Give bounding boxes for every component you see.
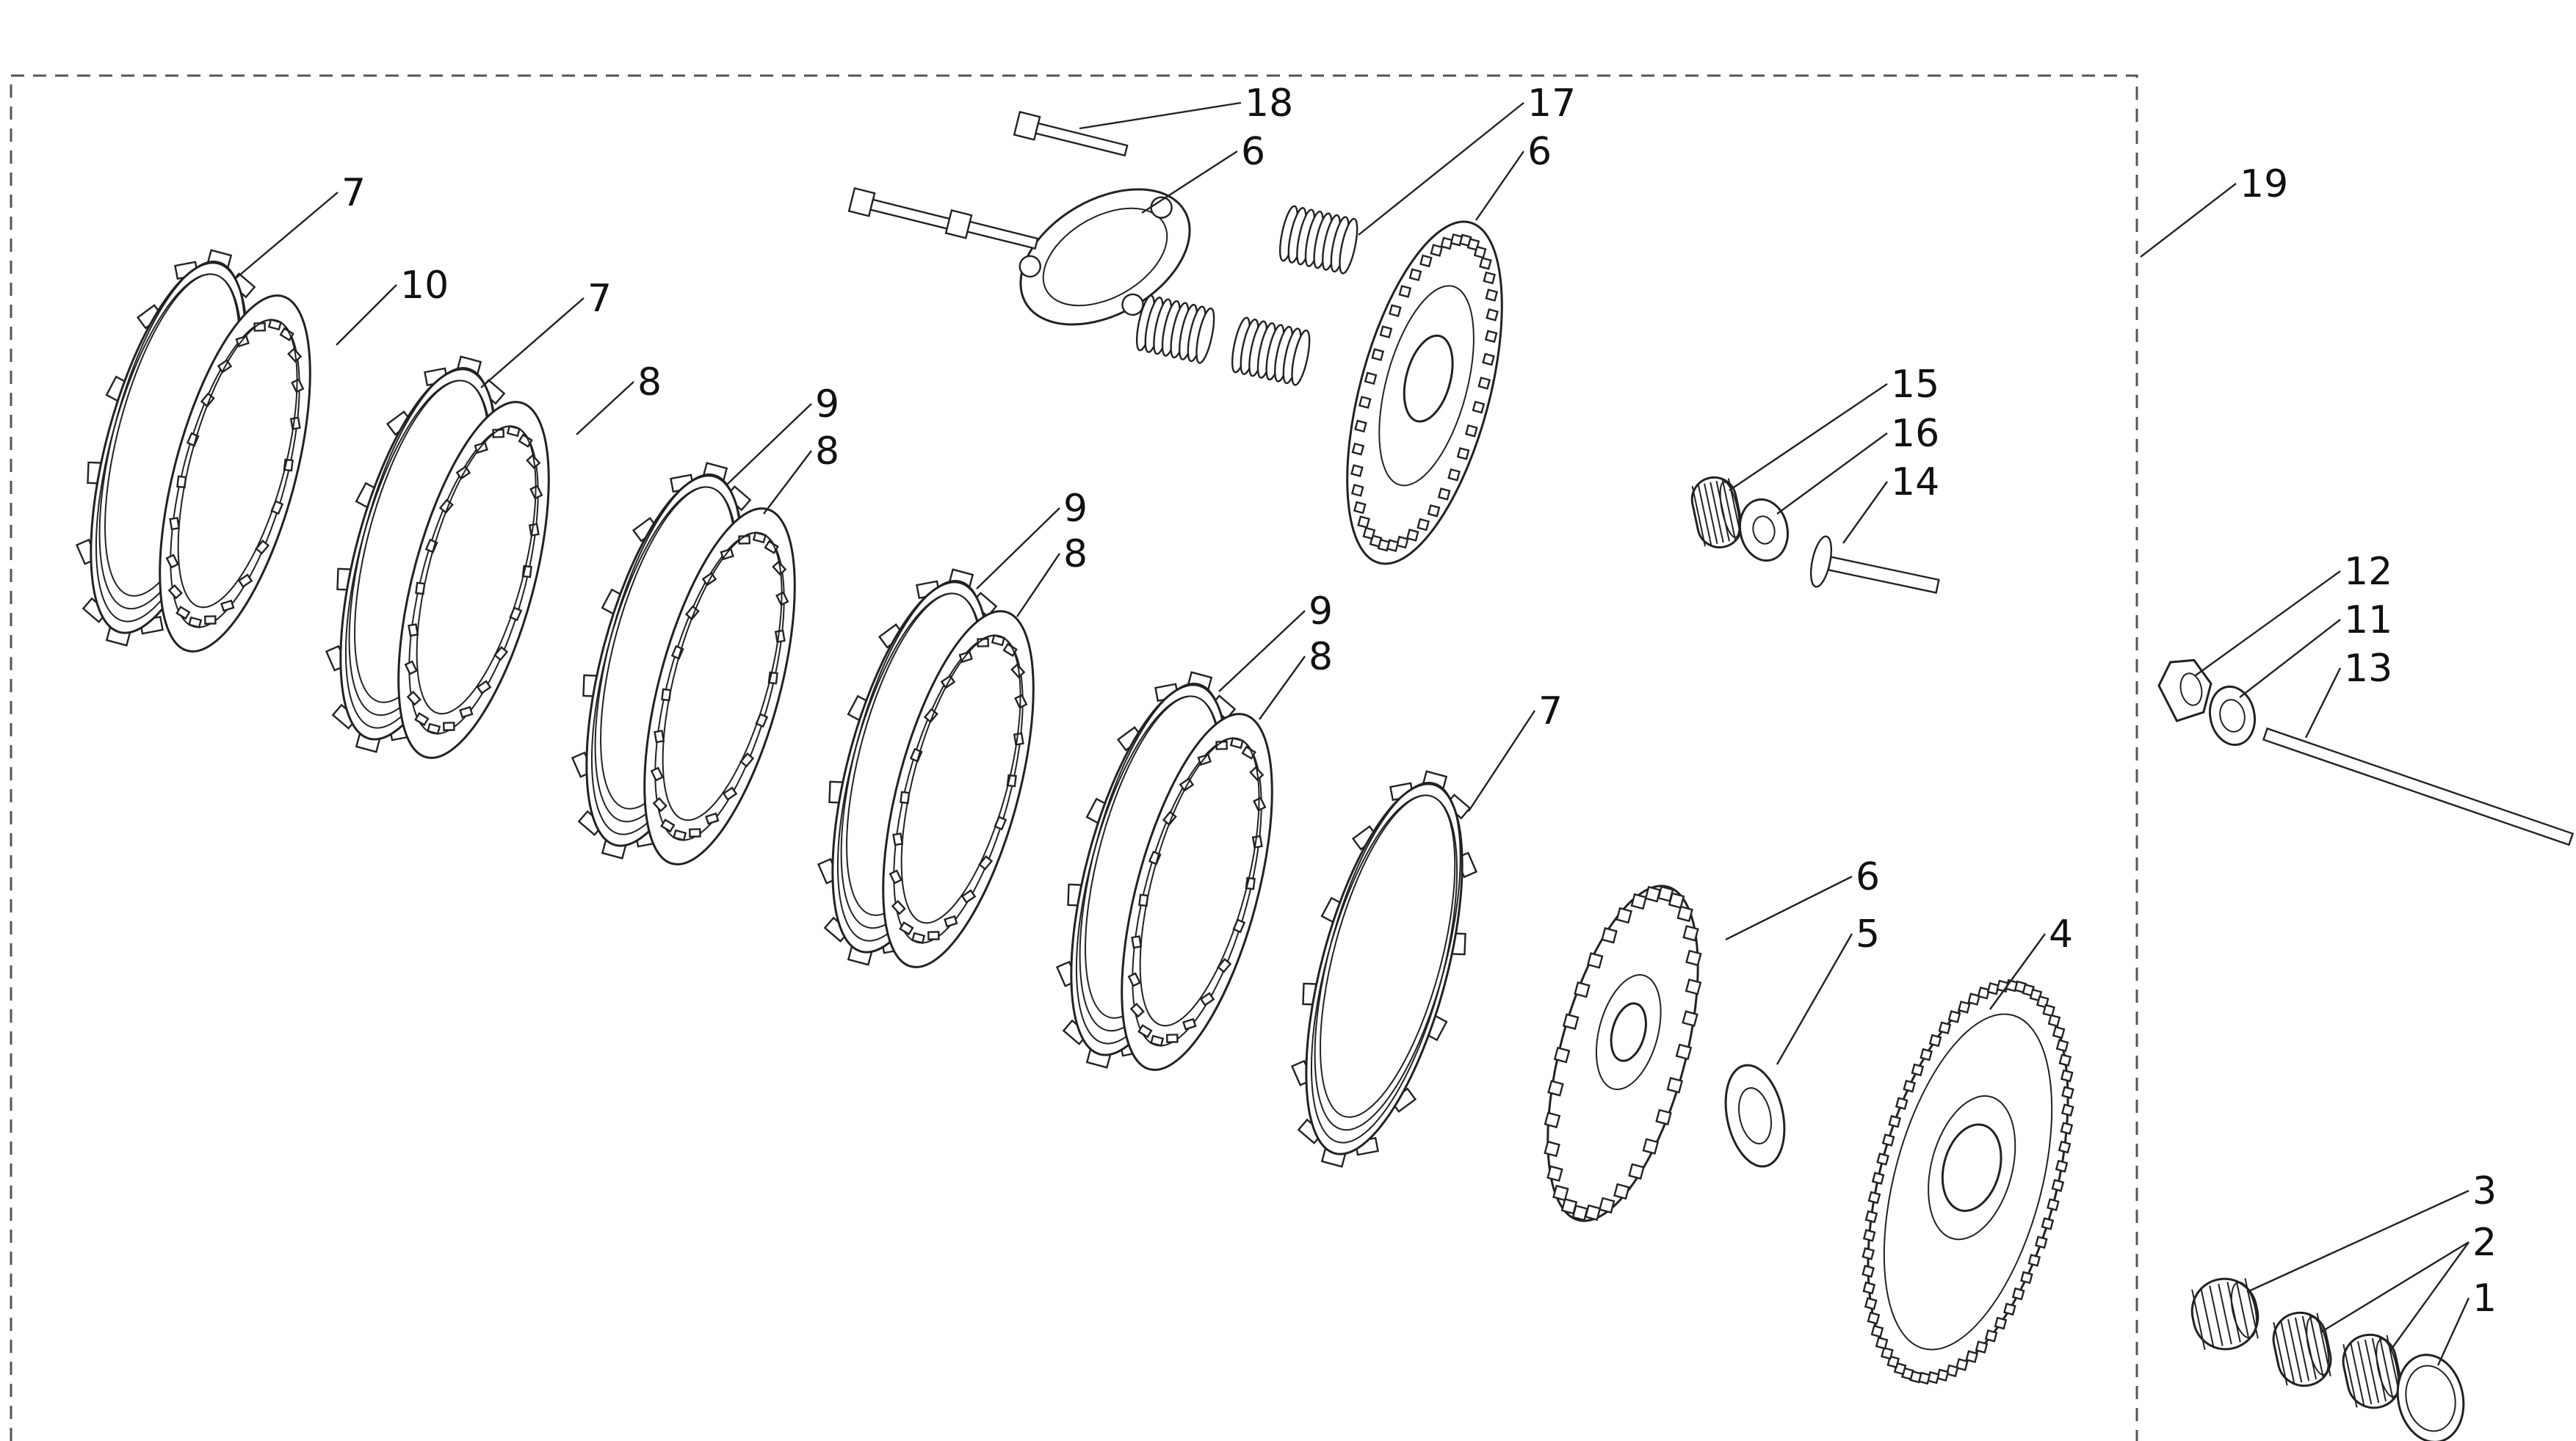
callout-label-c8b: 8 <box>815 429 839 473</box>
callout-label-c10: 10 <box>400 264 449 308</box>
callout-label-c9a: 9 <box>815 382 839 427</box>
callout-label-c7b: 7 <box>587 277 612 321</box>
rod-13 <box>2262 727 2575 846</box>
callout-label-c7c: 7 <box>1538 689 1563 733</box>
pressure-plate <box>1346 220 1503 565</box>
callout-label-c16: 16 <box>1891 412 1939 456</box>
leader-line-c8b <box>763 450 812 515</box>
leader-line-c9c <box>1218 610 1306 692</box>
callout-label-c19: 19 <box>2240 162 2288 206</box>
callout-label-c9b: 9 <box>1063 487 1088 531</box>
leader-line-c3 <box>2246 1189 2470 1293</box>
needle-bearing-2-b <box>2342 1333 2402 1409</box>
leader-line-c13 <box>2304 667 2342 738</box>
steel-plate-8-c <box>882 610 1035 968</box>
clutch-basket <box>1862 979 2074 1385</box>
leader-line-c12 <box>2195 570 2341 676</box>
bolt-18-b <box>847 187 956 231</box>
leader-line-c2-b <box>2389 1241 2470 1351</box>
assembly-boundary <box>10 74 2138 1441</box>
leader-line-c9a <box>726 403 812 485</box>
spring-17-c <box>1231 316 1311 386</box>
callout-label-c12: 12 <box>2344 550 2392 594</box>
callout-label-c17: 17 <box>1527 81 1576 126</box>
callout-label-c13: 13 <box>2344 647 2392 691</box>
nut-12 <box>2157 658 2213 722</box>
callout-label-c6a: 6 <box>1241 130 1265 174</box>
callout-label-c1: 1 <box>2472 1277 2497 1321</box>
leader-line-c6c <box>1725 875 1853 941</box>
leader-line-c10 <box>336 284 397 346</box>
leader-line-c1 <box>2436 1297 2470 1366</box>
callout-label-c5: 5 <box>1856 912 1880 957</box>
needle-bearing-15 <box>1690 476 1743 549</box>
splined-washer-5 <box>1724 1064 1786 1168</box>
washer-11 <box>2208 685 2257 747</box>
callout-label-c3: 3 <box>2472 1169 2497 1213</box>
callout-label-c8c: 8 <box>1063 532 1088 576</box>
ring-1 <box>2396 1354 2465 1441</box>
callout-label-c4: 4 <box>2049 912 2073 957</box>
leader-line-c14 <box>1842 481 1888 544</box>
leader-line-c19 <box>2140 183 2237 258</box>
callout-label-c14: 14 <box>1891 460 1939 504</box>
leader-line-c4 <box>1989 933 2046 1010</box>
callout-label-c6c: 6 <box>1856 855 1880 899</box>
pushrod-14 <box>1809 535 1940 594</box>
leader-line-c8d <box>1259 656 1306 720</box>
thrust-washer-16 <box>1739 498 1789 562</box>
clutch-hub <box>1544 885 1702 1222</box>
leader-line-c9b <box>976 507 1060 589</box>
callout-label-c9c: 9 <box>1309 589 1333 634</box>
clutch-plate-10 <box>159 294 311 653</box>
steel-plate-8-a <box>397 401 550 759</box>
leader-line-c16 <box>1776 432 1888 515</box>
spring-17-a <box>1278 205 1358 275</box>
needle-bearing-3 <box>2190 1277 2260 1351</box>
callout-label-c6b: 6 <box>1527 130 1552 174</box>
lifter-plate <box>1019 188 1191 326</box>
steel-plate-8-d <box>1121 713 1273 1071</box>
spring-17-b <box>1135 294 1215 364</box>
callout-label-c2: 2 <box>2472 1221 2497 1265</box>
leader-line-c15 <box>1729 383 1888 491</box>
callout-label-c8a: 8 <box>637 360 662 404</box>
leader-line-c8c <box>1016 553 1060 617</box>
leader-line-c17 <box>1358 102 1524 236</box>
callout-label-c11: 11 <box>2344 598 2392 642</box>
friction-plate-7-c <box>1290 770 1478 1168</box>
callout-label-c8d: 8 <box>1309 635 1333 679</box>
leader-line-c18 <box>1079 101 1242 130</box>
leader-line-c5 <box>1776 933 1853 1065</box>
leader-line-c11 <box>2239 619 2341 698</box>
leader-line-c7c <box>1467 710 1536 812</box>
callout-label-c18: 18 <box>1245 81 1293 126</box>
leader-line-c6b <box>1475 150 1524 221</box>
leader-line-c7a <box>234 192 339 280</box>
bolt-18-a <box>1013 111 1129 157</box>
leader-line-c7b <box>480 297 585 388</box>
callout-label-c15: 15 <box>1891 363 1939 407</box>
leader-line-c2 <box>2320 1241 2470 1334</box>
bolt-18-c <box>944 209 1039 250</box>
callout-label-c7a: 7 <box>341 171 366 215</box>
leader-line-c6a <box>1141 150 1238 214</box>
leader-line-c8a <box>576 381 634 435</box>
needle-bearing-2-a <box>2272 1311 2332 1387</box>
